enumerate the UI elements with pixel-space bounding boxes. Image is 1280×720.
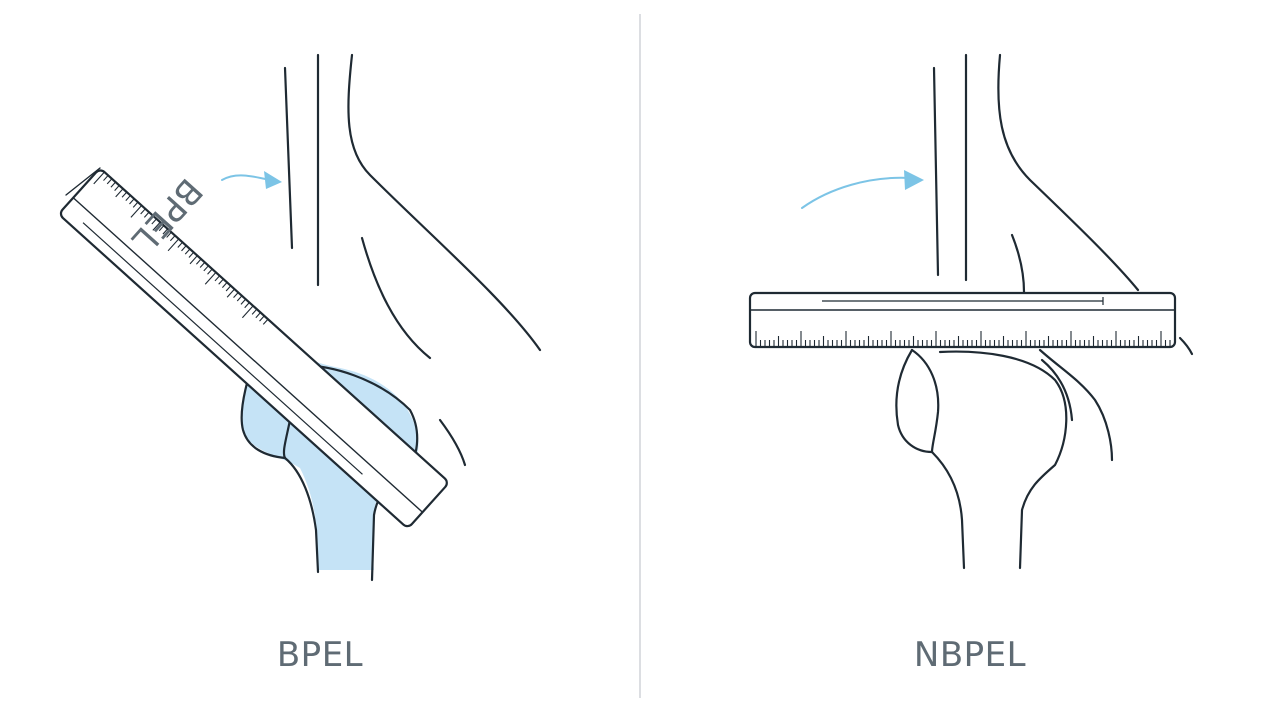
left-ruler: BPEL: [59, 169, 448, 528]
ruler-tick: [143, 211, 150, 218]
left-panel: BPEL: [59, 53, 542, 582]
caption-bpel: BPEL: [276, 635, 364, 675]
ruler-tick: [140, 208, 146, 215]
ruler-tick: [259, 315, 265, 322]
ruler-tick: [221, 282, 228, 288]
ruler-tick: [129, 198, 135, 205]
left-ruler-ticks: [93, 171, 269, 325]
ruler-tick: [110, 181, 117, 188]
ruler-tick: [233, 292, 239, 299]
ruler-tick: [158, 225, 165, 232]
right-arrow: [801, 170, 924, 209]
ruler-tick: [218, 278, 224, 285]
ruler-tick: [189, 255, 198, 265]
ruler-tick: [162, 228, 169, 235]
ruler-tick: [181, 245, 187, 252]
ruler-tick: [236, 295, 243, 302]
ruler-tick: [226, 288, 235, 298]
caption-nbpel: NBPEL: [913, 635, 1027, 675]
ruler-tick: [255, 312, 261, 319]
ruler-tick: [241, 305, 254, 319]
ruler-tick: [214, 275, 221, 282]
left-arrow: [221, 171, 282, 189]
ruler-tick: [177, 241, 183, 248]
right-body-outline: [932, 53, 1194, 356]
ruler-tick: [195, 258, 202, 265]
ruler-tick: [251, 308, 258, 315]
ruler-tick: [203, 265, 209, 272]
ruler-tick: [130, 205, 143, 218]
right-shaft: [895, 348, 1114, 570]
right-ruler: [748, 291, 1177, 349]
ruler-tick: [244, 302, 250, 309]
ruler-tick: [114, 185, 120, 191]
left-ruler-extension: [65, 167, 101, 196]
left-ruler-body: [59, 169, 448, 528]
ruler-tick: [207, 268, 213, 275]
ruler-tick: [125, 195, 131, 202]
ruler-tick: [169, 235, 176, 242]
ruler-tick: [167, 238, 180, 252]
ruler-tick: [204, 272, 217, 285]
ruler-tick: [184, 248, 191, 255]
ruler-tick: [106, 178, 113, 185]
right-ruler-ticks: [755, 331, 1171, 347]
ruler-tick: [225, 285, 232, 292]
ruler-tick: [132, 201, 139, 208]
ruler-tick: [103, 174, 109, 181]
left-body-outline: [283, 53, 542, 467]
ruler-tick: [121, 191, 128, 198]
ruler-tick: [199, 261, 206, 268]
ruler-tick: [240, 298, 247, 305]
ruler-tick: [152, 221, 161, 231]
ruler-tick: [166, 231, 172, 238]
ruler-tick: [147, 215, 154, 222]
ruler-tick: [151, 218, 157, 225]
ruler-tick: [93, 171, 105, 185]
right-panel: [748, 53, 1194, 570]
ruler-tick: [188, 251, 195, 258]
ruler-tick: [262, 318, 269, 325]
ruler-tick: [115, 188, 124, 198]
